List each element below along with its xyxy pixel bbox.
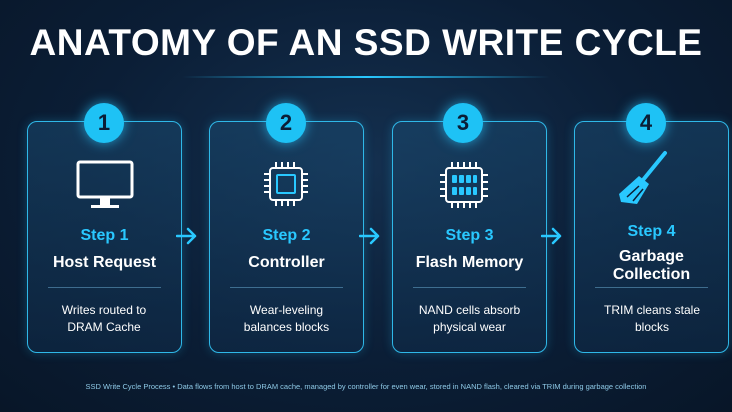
step-divider-3 <box>413 287 526 288</box>
step-label-3: Step 3 <box>445 227 494 244</box>
step-label-2: Step 2 <box>262 227 311 244</box>
monitor-icon <box>76 160 134 208</box>
step-divider-1 <box>48 287 161 288</box>
step-divider-4 <box>595 287 708 288</box>
step-label-4: Step 4 <box>627 223 676 240</box>
step-name-2: Controller <box>248 254 325 271</box>
step-card-1 <box>27 121 182 353</box>
step-description-2: Wear-leveling balances blocks <box>243 303 330 334</box>
footer-caption: SSD Write Cycle Process • Data flows fro… <box>85 382 647 391</box>
page-title: ANATOMY OF AN SSD WRITE CYCLE <box>29 22 703 63</box>
step-name-1: Host Request <box>52 254 157 271</box>
step-description-3: NAND cells absorb physical wear <box>418 303 521 334</box>
title-underline <box>182 76 550 78</box>
step-badge-3: 3 <box>443 103 483 143</box>
step-card-4 <box>574 121 729 353</box>
step-description-4: TRIM cleans stale blocks <box>603 303 701 334</box>
step-label-1: Step 1 <box>80 227 129 244</box>
arrow-right-icon <box>541 227 562 245</box>
memory-chip-icon <box>440 162 488 208</box>
arrow-right-icon <box>359 227 380 245</box>
step-description-1: Writes routed to DRAM Cache <box>61 303 147 334</box>
step-name-3: Flash Memory <box>415 254 524 271</box>
chip-icon <box>264 162 308 206</box>
broom-icon <box>619 151 667 204</box>
step-name-4: Garbage Collection <box>612 248 691 283</box>
step-card-3 <box>392 121 547 353</box>
step-card-2 <box>209 121 364 353</box>
step-badge-4: 4 <box>626 103 666 143</box>
step-badge-2: 2 <box>266 103 306 143</box>
step-badge-1: 1 <box>84 103 124 143</box>
step-divider-2 <box>230 287 343 288</box>
arrow-right-icon <box>176 227 197 245</box>
